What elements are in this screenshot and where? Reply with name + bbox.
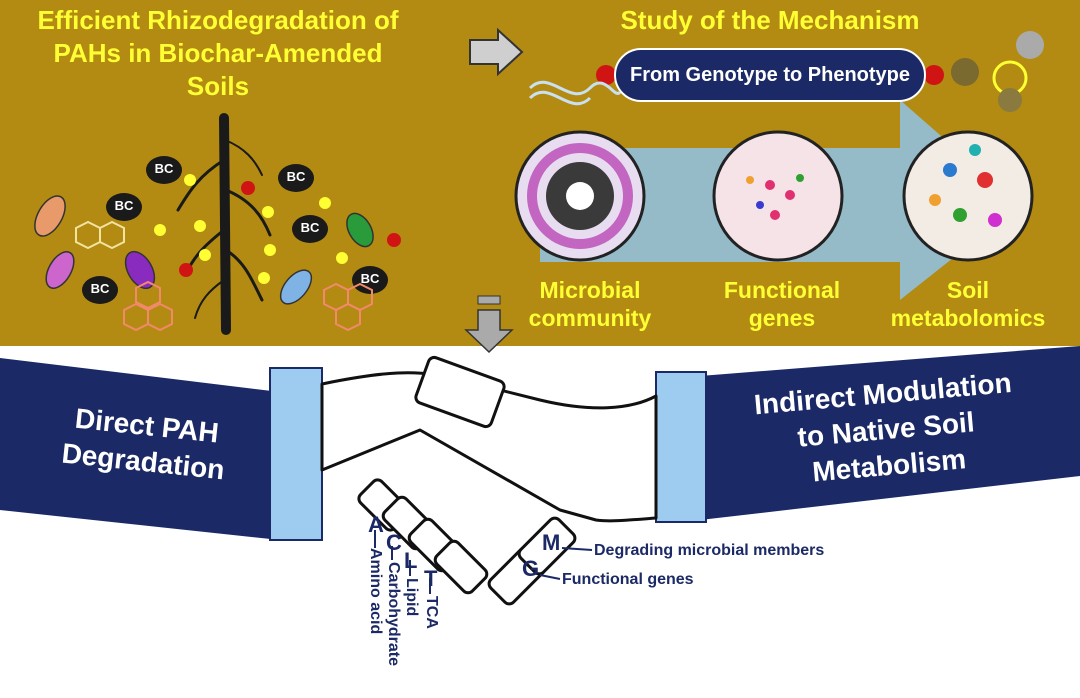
metabolite-icons	[951, 31, 1044, 112]
right-panel-shape	[700, 346, 1080, 520]
top-left-title: Efficient Rhizodegradation of PAHs in Bi…	[37, 5, 399, 101]
down-arrow-icon	[464, 295, 514, 354]
pah-star-markers	[154, 174, 401, 284]
annotation-amino-acid: Amino acid	[367, 548, 384, 635]
annotation-degrading-microbial-members: Degrading microbial members	[594, 542, 825, 559]
annotation-carbohydrate: Carbohydrate	[385, 562, 402, 667]
microbe-icons	[34, 195, 374, 305]
bc-label: BC	[360, 271, 380, 286]
pill-right-dot	[924, 65, 944, 85]
top-right-title: Study of the Mechanism	[620, 5, 920, 35]
annotation-leaders	[374, 530, 593, 594]
finger-letter-m: M	[542, 530, 561, 555]
biochar-particles	[82, 156, 388, 304]
right-arrow-icon	[469, 27, 524, 77]
finger-letter-a: A	[368, 512, 384, 537]
functional-genes-circle	[712, 130, 844, 262]
functional-genes-label: Functional genes	[723, 277, 841, 331]
finger-letter-g: G	[522, 556, 540, 581]
annotation-functional-genes: Functional genes	[562, 571, 694, 588]
finger-letter-l: L	[404, 548, 418, 573]
soil-metabolomics-label: Soil metabolomics	[890, 277, 1046, 331]
bc-label: BC	[286, 169, 306, 184]
bc-label: BC	[154, 161, 174, 176]
annotation-lipid: Lipid	[403, 578, 420, 617]
bc-label: BC	[300, 220, 320, 235]
microbial-community-label: Microbial community	[528, 277, 652, 331]
microbial-community-circle	[514, 130, 646, 262]
finger-letter-c: C	[386, 530, 402, 555]
bc-label: BC	[90, 281, 110, 296]
plant-root-icon	[176, 113, 272, 335]
soil-metabolomics-circle	[902, 130, 1034, 262]
dna-icon	[528, 80, 622, 106]
left-cuff	[269, 367, 323, 541]
pill-left-dot	[596, 65, 616, 85]
genotype-phenotype-pill: From Genotype to Phenotype	[614, 48, 926, 102]
left-panel-shape	[0, 358, 280, 540]
right-cuff	[655, 371, 707, 523]
handshake-icon	[320, 355, 658, 606]
pah-ring-icons	[75, 220, 373, 332]
finger-letter-t: T	[424, 566, 438, 591]
annotation-tca: TCA	[423, 596, 440, 629]
bc-label: BC	[114, 198, 134, 213]
